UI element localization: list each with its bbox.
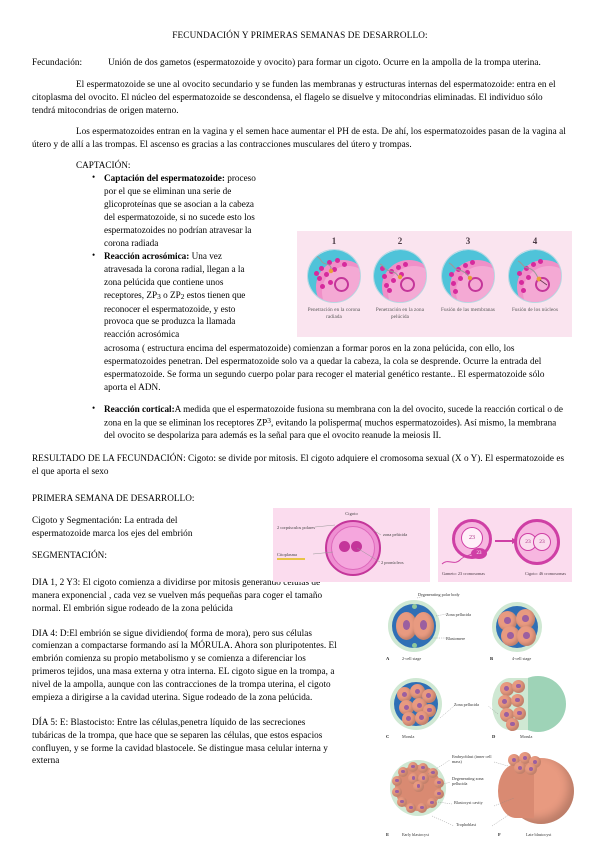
zygote-illustration: 23 23 (514, 519, 560, 565)
ovum-chromosome-count: 23 (461, 527, 483, 549)
zp2-subscript: 2 (180, 292, 185, 302)
figure-etapas-segmentacion: Degenerating polar body Zona pellucida B… (380, 592, 590, 844)
label-zona-pellucida: Zona pellucida (446, 612, 471, 617)
panel-letter-a: A (386, 656, 390, 661)
bullet-text-cortical-a: A medida que el espermatozoide fusiona s… (104, 403, 563, 427)
fert-step-1: 1 Penetración en la corona radiada (303, 237, 365, 321)
bullet-title-acrosomica: Reacción acrosómica: (104, 251, 190, 262)
label-degenerating-zona: Degenerating zona pellucida (452, 776, 484, 786)
bullet-title-cortical: Reacción cortical: (104, 403, 175, 414)
fert-step-3-illustration (441, 249, 495, 303)
fert-step-2-illustration (373, 249, 427, 303)
figure-fecundacion-cromosomas: 23 23 23 23 Gameto: 23 cromosomas Cigoto… (438, 508, 572, 582)
sperm-icon (517, 260, 548, 286)
panel-letter-d: D (492, 734, 496, 739)
bullet-text-acrosomica-a: Una vez atravesada la corona radial, lle… (104, 251, 245, 301)
label-blastocyst-cavity: Blastocyst cavity (454, 800, 483, 805)
sperm-tail-icon (441, 553, 472, 565)
cleavage-panel-b (492, 602, 542, 652)
zp3-subscript: 3 (157, 292, 161, 302)
fert-step-2: 2 Penetración en la zona pelúcida (369, 237, 431, 321)
sperm-icon (448, 262, 473, 281)
panel-letter-c: C (386, 734, 390, 739)
label-zona-pellucida-2: Zona pellucida (454, 702, 479, 707)
label-citoplasma: Citoplasma (277, 552, 305, 560)
fert-step-1-number: 1 (331, 236, 337, 246)
panel-caption-c: Morula (402, 734, 415, 739)
bullet-text-captacion: proceso por el que se eliminan una serie… (104, 173, 256, 248)
fert-step-2-number: 2 (397, 236, 403, 246)
zp3-superscript: 3 (267, 415, 271, 425)
document-body: FECUNDACIÓN Y PRIMERAS SEMANAS DE DESARR… (0, 0, 600, 776)
sperm-icon (379, 263, 403, 280)
label-corpusculos-polares: 2 corpúsculos polares (277, 525, 316, 530)
fecundacion-text: Unión de dos gametos (espermatozoide y o… (108, 56, 541, 67)
panel-letter-f: F (498, 832, 501, 837)
label-embryoblast: Embryoblast (inner cell mass) (452, 754, 492, 764)
fecundacion-label: Fecundación: (32, 56, 83, 67)
heading-primera-semana: PRIMERA SEMANA DE DESARROLLO: (32, 493, 195, 504)
panel-caption-a: 2-cell stage (402, 656, 422, 661)
fert-step-4: 4 Fusión de los núcleos (504, 237, 566, 314)
fert-step-1-caption: Penetración en la corona radiada (307, 307, 361, 320)
panel-caption-b: 4-cell stage (512, 656, 532, 661)
bullet-text-acrosomica-c: estos tienen que reconocer el espermatoz… (104, 290, 246, 340)
paragraph-union: El espermatozoide se une al ovocito secu… (32, 78, 556, 115)
figure-cigoto: Cigoto 2 corpúsculos polares Citoplasma … (273, 508, 430, 582)
panel-letter-e: E (386, 832, 390, 837)
bullet-title-captacion: Captación del espermatozoide: (104, 173, 225, 184)
cigoto-figure-title: Cigoto (345, 511, 358, 516)
list-item-acrosomica: Reacción acrosómica: Una vez atravesada … (92, 249, 568, 341)
cortical-bullet-list: Reacción cortical:A medida que el esperm… (32, 402, 568, 442)
paragraph-resultado: RESULTADO DE LA FECUNDACIÓN: Cigoto: se … (32, 452, 565, 476)
panel-letter-b: B (490, 656, 494, 661)
captacion-bullet-list: Captación del espermatozoide: proceso po… (32, 171, 568, 341)
caption-cigoto: Cigoto: 46 cromosomas (524, 571, 566, 576)
bullet-text-cortical-b: , evitando la polisperma( muchos esperma… (104, 416, 557, 440)
cleavage-panel-a (388, 600, 440, 652)
list-item-captacion: Captación del espermatozoide: proceso po… (92, 171, 568, 249)
label-trophoblast: Trophoblast (456, 822, 477, 827)
heading-segmentacion: SEGMENTACIÓN: (32, 550, 107, 561)
paragraph-acrosoma-cont: acrosoma ( estructura encima del esperma… (104, 343, 545, 392)
paragraph-dia-123: DIA 1, 2 Y3: El cigoto comienza a dividi… (32, 576, 323, 613)
zygote-right-count: 23 (533, 533, 551, 551)
sperm-icon (315, 255, 334, 274)
sperm-chromosome-count: 23 (471, 548, 487, 559)
page-title: FECUNDACIÓN Y PRIMERAS SEMANAS DE DESARR… (172, 30, 428, 40)
captacion-heading: CAPTACIÓN: (76, 160, 131, 171)
bullet-text-acrosomica-b: o ZP (160, 290, 181, 301)
panel-caption-e: Early blastocyst (402, 832, 429, 837)
fert-step-4-caption: Fusión de los núcleos (511, 307, 559, 313)
fert-step-3-number: 3 (465, 236, 471, 246)
figure-fertilizacion-etapas: 1 Penetración en la corona radiada (297, 231, 572, 337)
paragraph-dia-4: DIA 4: D:El embrión se sigue dividiendo(… (32, 627, 337, 702)
cigoto-cell (325, 520, 381, 576)
fert-step-2-caption: Penetración en la zona pelúcida (375, 307, 425, 320)
fert-step-4-illustration (508, 249, 562, 303)
label-zona-pelucida: zona pelúcida (383, 532, 408, 537)
label-polar-body: Degenerating polar body (418, 592, 460, 597)
fert-step-1-illustration (307, 249, 361, 303)
cleavage-panel-e (390, 760, 446, 816)
paragraph-dia-5: DÍA 5: E: Blastocisto: Entre las células… (32, 716, 328, 766)
cleavage-panel-c (390, 678, 442, 730)
fert-step-3-caption: Fusión de las membranas (441, 307, 495, 313)
label-pronucleos: 2 pronúcleos (381, 560, 404, 565)
label-blastomere: Blastomere (446, 636, 466, 641)
paragraph-ascenso: Los espermatozoides entran en la vagina … (32, 126, 566, 150)
fert-step-3: 3 Fusión de las membranas (437, 237, 499, 314)
paragraph-fecundacion: Fecundación: Unión de dos gametos (esperm… (32, 56, 568, 69)
list-item-cortical: Reacción cortical:A medida que el esperm… (92, 402, 568, 442)
panel-caption-d: Morula (520, 734, 533, 739)
fert-step-4-number: 4 (532, 236, 538, 246)
panel-caption-f: Late blastocyst (526, 832, 552, 837)
caption-gameto: Gameto: 23 cromosomas (442, 571, 485, 576)
paragraph-cigoto-segmentacion: Cigoto y Segmentación: La entrada del es… (32, 515, 193, 539)
